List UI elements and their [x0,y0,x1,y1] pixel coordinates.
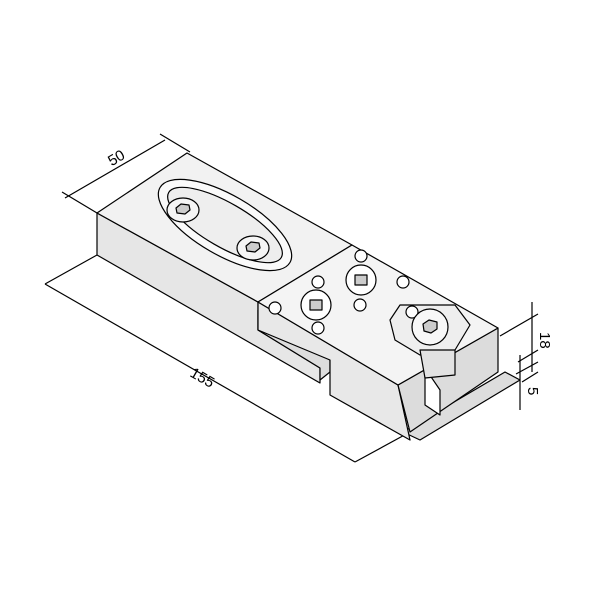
dimension-18 [499,302,539,410]
clamp-jaw [389,304,471,379]
dimension-50 [61,133,191,214]
base-block [96,152,353,384]
dimension-155 [44,254,411,463]
dimension-5-label: 5 [524,387,541,395]
mounting-holes [268,249,410,335]
dimension-18-label: 18 [536,332,553,349]
socket-screw [166,197,270,261]
clamp-module [257,244,521,441]
dimension-50-label: 50 [105,147,128,170]
